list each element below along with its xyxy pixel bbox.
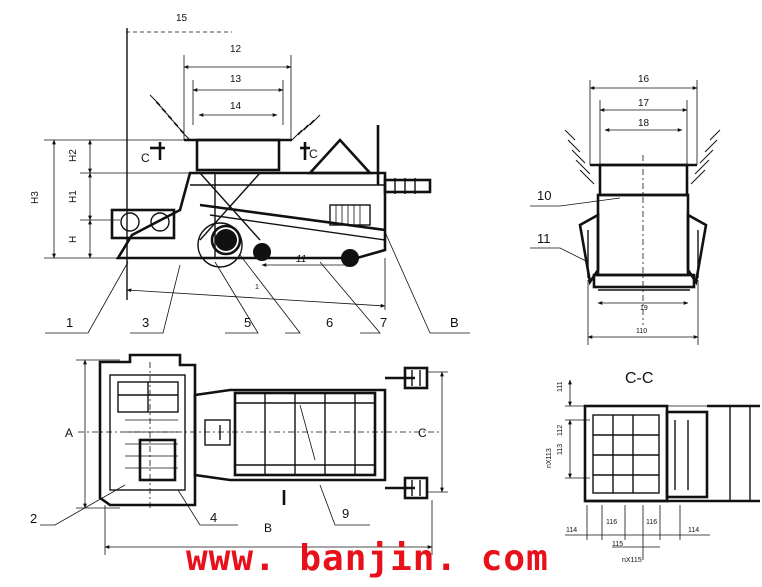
dim-label-18: 18 xyxy=(638,118,650,129)
ground-hatching-right xyxy=(291,114,321,141)
motor-box xyxy=(110,208,176,240)
section-cc: C-C 111 nX113 112 113 1 xyxy=(546,370,760,564)
dim-label-H: H xyxy=(68,236,79,243)
dim-label-16: 16 xyxy=(638,74,650,85)
callout-6: 6 xyxy=(326,315,333,330)
dim-label-A: A xyxy=(65,426,73,440)
dim-label-14: 14 xyxy=(230,101,242,112)
callout-5: 5 xyxy=(244,315,251,330)
dim-label-111: 111 xyxy=(557,381,564,392)
dim-label-15: 15 xyxy=(176,13,188,24)
roller-wheel-2 xyxy=(341,249,359,267)
dim-label-116-right: 116 xyxy=(646,519,657,526)
dim-label-12: 12 xyxy=(230,44,242,55)
dim-label-19: 19 xyxy=(640,305,648,312)
dim-label-114-right: 114 xyxy=(688,527,699,534)
plan-trough xyxy=(233,391,377,477)
callout-B: B xyxy=(450,315,459,330)
end-view: 16 17 18 19 xyxy=(530,74,721,345)
callout-1: 1 xyxy=(66,315,73,330)
wing-right xyxy=(686,212,708,286)
plan-wheel-bottom xyxy=(403,476,429,500)
wing-left xyxy=(578,212,600,286)
cc-hopper xyxy=(583,404,669,503)
dim-label-nx115: nX115 xyxy=(622,557,642,564)
plan-hopper-outline xyxy=(98,353,197,507)
dim-label-112: 112 xyxy=(557,425,564,436)
trough-line xyxy=(199,203,386,232)
motor-pulley xyxy=(120,212,140,232)
gear-pulley xyxy=(150,212,170,232)
plan-motor xyxy=(138,438,177,482)
end-throat xyxy=(598,163,689,197)
eccentric-wheel xyxy=(210,224,242,256)
feeder-frame xyxy=(115,171,387,260)
dim-label-116-left: 116 xyxy=(606,519,617,526)
callout-3: 3 xyxy=(142,315,149,330)
dim-line-1 xyxy=(126,288,386,308)
dim-label-11: 11 xyxy=(296,254,306,265)
dim-label-115: 115 xyxy=(612,541,623,548)
section-mark-c-right: C xyxy=(309,147,318,161)
plan-hopper-inner xyxy=(109,374,186,491)
dim-label-C: C xyxy=(418,426,427,440)
eccentric-wheel-core xyxy=(215,229,237,251)
dim-label-B: B xyxy=(264,521,272,535)
end-base xyxy=(592,273,696,289)
plan-view: A xyxy=(30,353,448,555)
callout-10: 10 xyxy=(537,188,551,203)
dim-label-110: 110 xyxy=(636,328,647,335)
callout-9: 9 xyxy=(342,506,349,521)
section-cc-title: C-C xyxy=(625,370,653,387)
watermark-text: www. banjin. com xyxy=(186,538,549,579)
discharge-chute xyxy=(307,138,373,175)
section-mark-c-left: C xyxy=(141,151,150,165)
dim-label-H3: H3 xyxy=(30,191,41,204)
dim-label-114-left: 114 xyxy=(566,527,577,534)
dim-label-nx113: nX113 xyxy=(546,448,553,468)
dim-label-H1: H1 xyxy=(68,190,79,203)
crank-circle xyxy=(197,222,243,268)
dim-label-H2: H2 xyxy=(68,149,79,162)
callout-11: 11 xyxy=(537,231,551,246)
drive-shaft xyxy=(383,178,432,194)
dim-label-13: 13 xyxy=(230,74,242,85)
side-view: 15 12 13 14 xyxy=(30,13,470,334)
end-view-hatching xyxy=(564,129,721,185)
callout-7: 7 xyxy=(380,315,387,330)
callout-2: 2 xyxy=(30,511,37,526)
dim-label-1: 1 xyxy=(255,284,259,291)
hopper-throat xyxy=(195,138,281,172)
dim-label-113: 113 xyxy=(557,444,564,455)
roller-wheel-1 xyxy=(253,243,271,261)
plan-wheel-top xyxy=(403,366,429,390)
ground-hatching-left xyxy=(149,94,191,141)
plan-body-outline xyxy=(193,388,387,482)
side-plate xyxy=(329,204,371,226)
cc-side-block xyxy=(665,410,709,499)
dim-label-17: 17 xyxy=(638,98,650,109)
callout-4: 4 xyxy=(210,510,217,525)
